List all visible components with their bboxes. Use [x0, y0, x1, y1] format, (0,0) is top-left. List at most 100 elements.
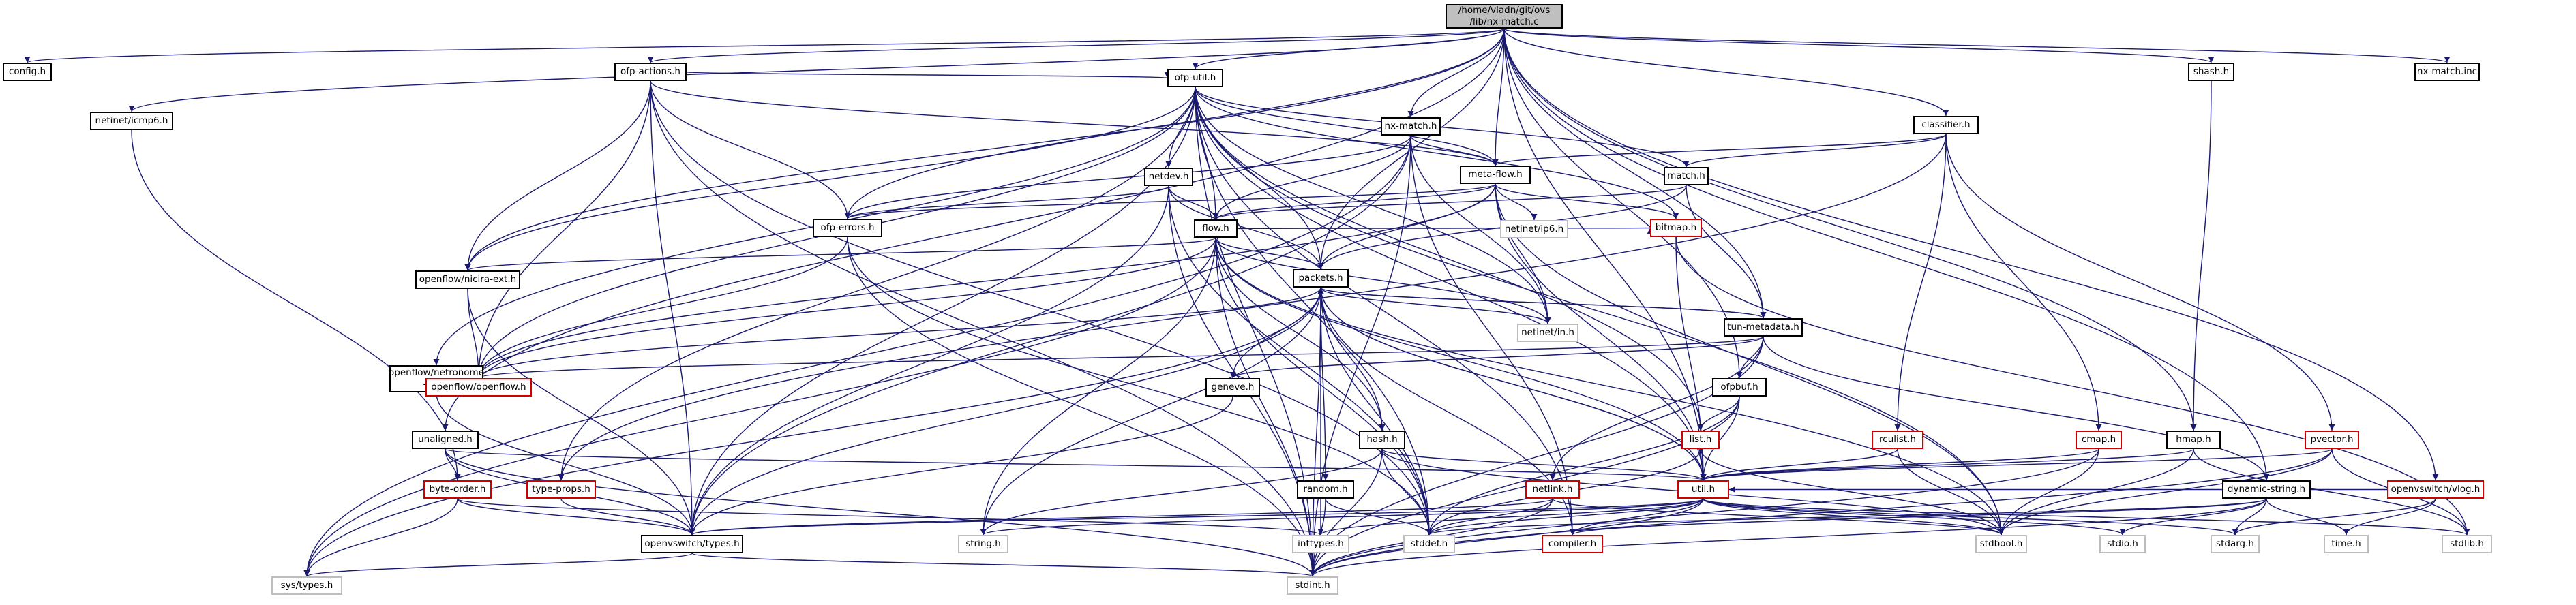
include-edge-tun_metadata-to-netlink	[1549, 336, 1764, 481]
graph-node-netinet-in[interactable]: netinet/in.h	[1517, 324, 1578, 342]
graph-node-stdbool[interactable]: stdbool.h	[1975, 535, 2027, 553]
include-edge-ofp_util-to-type_props	[558, 87, 1196, 481]
graph-node-stdlib[interactable]: stdlib.h	[2442, 535, 2492, 553]
include-edge-byte_order-to-ovs_types	[457, 498, 695, 536]
graph-node-list[interactable]: list.h	[1681, 431, 1720, 449]
graph-node-netdev[interactable]: netdev.h	[1144, 168, 1193, 186]
graph-node-label: rculist.h	[1879, 434, 1916, 445]
include-edge-tun_metadata-to-openflow_h	[476, 336, 1764, 379]
graph-node-random[interactable]: random.h	[1297, 480, 1354, 499]
include-edge-ovs_types-to-stdint	[691, 553, 1315, 577]
graph-node-time-h[interactable]: time.h	[2324, 535, 2369, 553]
graph-node-geneve[interactable]: geneve.h	[1205, 378, 1260, 397]
graph-node-match[interactable]: match.h	[1664, 167, 1709, 185]
graph-node-nx-match-inc[interactable]: nx-match.inc	[2414, 63, 2480, 81]
include-edge-nx_match_h-to-ofp_errors	[844, 135, 1411, 219]
include-edge-ofp_actions-to-ovs_types	[650, 80, 695, 536]
graph-node-unaligned[interactable]: unaligned.h	[412, 431, 479, 449]
graph-node-nicira-ext[interactable]: openflow/nicira-ext.h	[415, 270, 520, 289]
graph-node-compiler[interactable]: compiler.h	[1542, 535, 1603, 553]
graph-node-netinet-icmp6[interactable]: netinet/icmp6.h	[90, 112, 173, 130]
graph-node-label: ofp-actions.h	[620, 66, 680, 77]
graph-node-netlink[interactable]: netlink.h	[1525, 480, 1580, 499]
include-edge-packets-to-sys_types	[303, 287, 1321, 577]
include-edge-root-to-nx_match_inc	[1503, 28, 2450, 63]
include-edge-root-to-dynamic_string	[1503, 28, 2270, 481]
include-edge-dynamic_string-to-stdarg	[2232, 498, 2267, 536]
graph-node-dynamic-string[interactable]: dynamic-string.h	[2222, 480, 2311, 499]
include-edge-hash-to-util	[1381, 448, 1707, 481]
graph-node-label: inttypes.h	[1298, 538, 1344, 549]
graph-node-ofp-util[interactable]: ofp-util.h	[1167, 69, 1223, 87]
graph-node-ofpbuf[interactable]: ofpbuf.h	[1712, 378, 1767, 397]
include-edge-root-to-ofp_util	[1192, 28, 1505, 69]
graph-node-type-props[interactable]: type-props.h	[526, 480, 596, 499]
include-edge-match-to-flow	[1212, 185, 1687, 220]
graph-node-nx-match-h[interactable]: nx-match.h	[1381, 117, 1441, 136]
include-edge-dynamic_string-to-time_h	[2266, 498, 2350, 536]
include-edge-ofp_actions-to-ofp_util	[686, 71, 1169, 79]
graph-node-stddef[interactable]: stddef.h	[1403, 535, 1455, 553]
include-edge-flow-to-stdbool	[1215, 237, 2005, 536]
include-edge-packets-to-stdint	[1309, 287, 1321, 577]
graph-node-label: stddef.h	[1410, 538, 1448, 549]
graph-node-stdint[interactable]: stdint.h	[1287, 576, 1338, 595]
include-edge-root-to-meta_flow	[1492, 28, 1505, 166]
graph-node-hmap[interactable]: hmap.h	[2166, 431, 2221, 449]
graph-node-ofp-actions[interactable]: ofp-actions.h	[614, 63, 687, 81]
graph-node-stdarg[interactable]: stdarg.h	[2211, 535, 2260, 553]
graph-node-openflow-h[interactable]: openflow/openflow.h	[425, 378, 532, 397]
graph-node-pvector[interactable]: pvector.h	[2305, 431, 2359, 449]
graph-node-tun-metadata[interactable]: tun-metadata.h	[1724, 318, 1803, 337]
include-edge-hash-to-stdint	[1309, 448, 1383, 577]
graph-node-stdio[interactable]: stdio.h	[2099, 535, 2146, 553]
graph-node-label: netinet/ip6.h	[1504, 223, 1564, 234]
graph-node-ofp-errors[interactable]: ofp-errors.h	[813, 219, 882, 237]
graph-node-cmap[interactable]: cmap.h	[2076, 431, 2122, 449]
include-edge-flow-to-stdint	[1215, 237, 1316, 577]
graph-node-label: stdio.h	[2107, 538, 2138, 549]
include-edge-geneve-to-ovs_types	[689, 396, 1233, 536]
graph-node-shash[interactable]: shash.h	[2188, 63, 2234, 81]
include-edge-meta_flow-to-ofp_errors	[844, 183, 1496, 219]
include-edge-ofp_actions-to-openflow_h	[475, 80, 651, 379]
graph-node-util[interactable]: util.h	[1677, 480, 1729, 499]
graph-node-flow[interactable]: flow.h	[1194, 219, 1238, 238]
graph-node-label: dynamic-string.h	[2227, 484, 2306, 495]
graph-node-sys-types[interactable]: sys/types.h	[271, 576, 342, 595]
graph-node-label: netlink.h	[1532, 484, 1573, 495]
include-edge-util-to-ovs_types	[689, 498, 1704, 536]
graph-node-label: netinet/in.h	[1521, 327, 1574, 338]
graph-node-label: packets.h	[1298, 273, 1343, 283]
include-edge-nx_match_h-to-stdint	[1309, 135, 1411, 577]
graph-node-label: cmap.h	[2081, 434, 2116, 445]
include-edge-pvector-to-stdbool	[1998, 448, 2333, 536]
include-edge-flow-to-nicira_ext	[464, 237, 1216, 271]
include-edge-type_props-to-ovs_types	[560, 498, 695, 536]
graph-node-bitmap[interactable]: bitmap.h	[1650, 219, 1702, 237]
include-edge-hmap-to-util	[1700, 448, 2194, 481]
include-edge-ofp_errors-to-stddef	[847, 236, 1433, 536]
graph-node-byte-order[interactable]: byte-order.h	[423, 480, 492, 499]
include-edge-meta_flow-to-flow	[1212, 183, 1496, 220]
graph-node-ovs-types[interactable]: openvswitch/types.h	[641, 535, 743, 553]
include-edge-util-to-stdint	[1309, 498, 1704, 577]
graph-node-config[interactable]: config.h	[3, 63, 52, 81]
include-edge-netronome-to-ovs_types	[436, 392, 695, 536]
include-edge-classifier-to-cmap	[1945, 134, 2102, 431]
graph-node-string-h[interactable]: string.h	[958, 535, 1008, 553]
include-edge-classifier-to-rculist	[1894, 134, 1947, 431]
graph-node-label: hash.h	[1366, 434, 1398, 445]
graph-node-rculist[interactable]: rculist.h	[1872, 431, 1923, 449]
graph-node-inttypes[interactable]: inttypes.h	[1292, 535, 1349, 553]
include-edge-byte_order-to-inttypes	[457, 498, 1324, 536]
graph-node-hash[interactable]: hash.h	[1359, 431, 1405, 449]
graph-node-label: stdint.h	[1295, 580, 1330, 591]
graph-node-meta-flow[interactable]: meta-flow.h	[1460, 166, 1531, 184]
graph-node-vlog[interactable]: openvswitch/vlog.h	[2387, 480, 2484, 499]
graph-node-classifier[interactable]: classifier.h	[1913, 116, 1979, 134]
include-edge-root-to-util	[1503, 28, 1707, 481]
graph-node-netinet-ip6[interactable]: netinet/ip6.h	[1500, 220, 1568, 238]
graph-node-packets[interactable]: packets.h	[1293, 269, 1349, 288]
include-edge-root-to-tun_metadata	[1503, 28, 1767, 319]
